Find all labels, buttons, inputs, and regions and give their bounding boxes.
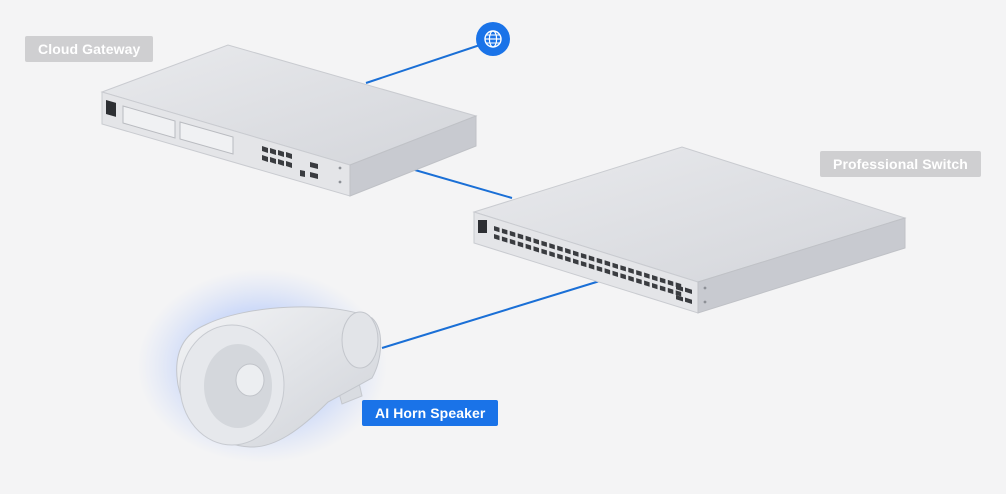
professional-switch-label: Professional Switch <box>820 151 981 177</box>
switch-port <box>494 226 500 233</box>
switch-port <box>659 277 666 284</box>
switch-port <box>525 235 532 242</box>
switch-port <box>675 290 682 297</box>
switch-port <box>549 251 555 258</box>
switch-port <box>565 256 571 263</box>
switch-port <box>612 262 618 269</box>
switch-port <box>628 267 634 274</box>
switch-port <box>604 268 611 275</box>
sfp-port <box>685 297 692 304</box>
sfp-port <box>685 287 692 294</box>
ai-horn-speaker-device <box>137 269 387 463</box>
switch-port <box>541 240 547 247</box>
switch-port <box>565 248 571 255</box>
switch-port <box>659 285 666 292</box>
switch-port <box>557 245 563 252</box>
switch-port <box>541 248 547 255</box>
switch-port <box>644 280 650 287</box>
switch-port <box>517 233 524 240</box>
link-internet-gateway <box>365 39 496 84</box>
switch-port <box>501 228 508 235</box>
switch-port <box>580 260 587 268</box>
switch-port <box>667 279 674 287</box>
switch-port <box>644 272 650 279</box>
sfp-port <box>676 285 683 292</box>
globe-icon <box>476 22 510 56</box>
switch-port <box>604 260 611 267</box>
switch-port <box>652 283 658 290</box>
switch-port <box>494 234 500 241</box>
switch-port <box>620 265 626 272</box>
switch-port <box>596 265 603 273</box>
switch-port <box>525 243 532 250</box>
switch-port <box>636 270 642 277</box>
switch-port <box>596 257 603 265</box>
connections <box>365 39 604 349</box>
switch-port <box>533 246 539 253</box>
switch-port <box>501 236 508 243</box>
switch-port <box>573 258 579 265</box>
switch-port <box>588 255 595 262</box>
switch-ports <box>494 226 692 304</box>
switch-port <box>517 241 524 248</box>
switch-port <box>557 253 563 260</box>
cloud-gateway-label: Cloud Gateway <box>25 36 154 62</box>
switch-port <box>533 238 539 245</box>
switch-port <box>509 230 516 238</box>
switch-port <box>636 278 642 285</box>
switch-port <box>549 243 555 250</box>
switch-port <box>509 238 516 246</box>
ai-horn-speaker-label: AI Horn Speaker <box>362 400 499 426</box>
switch-port <box>667 287 674 295</box>
switch-port <box>612 270 618 277</box>
professional-switch-device <box>472 146 907 314</box>
switch-port <box>588 263 595 270</box>
switch-port <box>620 273 626 280</box>
switch-port <box>628 275 634 282</box>
link-switch-speaker <box>381 279 604 349</box>
switch-port <box>573 250 579 257</box>
link-gateway-switch <box>407 167 513 199</box>
switch-port <box>580 252 587 260</box>
cloud-gateway-device <box>100 44 478 197</box>
switch-port <box>652 275 658 282</box>
sfp-port <box>676 295 683 302</box>
